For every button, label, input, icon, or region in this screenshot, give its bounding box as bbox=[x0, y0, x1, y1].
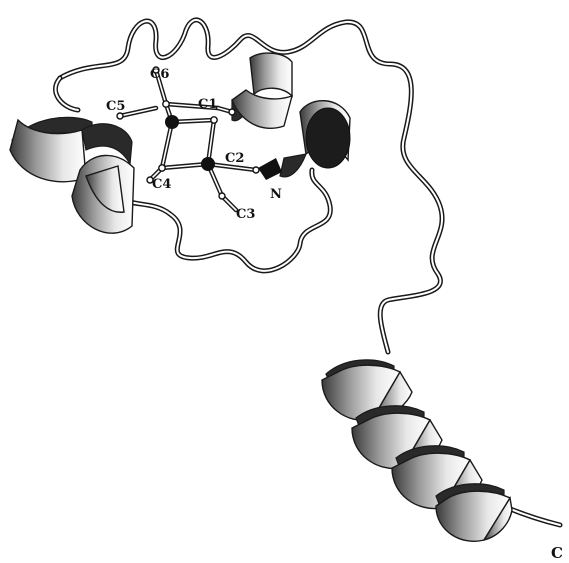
helix-left bbox=[10, 117, 134, 233]
label-c6: C6 bbox=[150, 67, 169, 82]
helix-upper-middle bbox=[232, 53, 350, 177]
cyclophane-bonds bbox=[120, 70, 256, 210]
label-c3: C3 bbox=[236, 207, 255, 222]
label-n-terminus: N bbox=[270, 187, 282, 202]
label-c2: C2 bbox=[225, 151, 244, 166]
label-c4: C4 bbox=[152, 177, 171, 192]
label-c1: C1 bbox=[198, 97, 217, 112]
label-c5: C5 bbox=[106, 99, 125, 114]
backbone-coil bbox=[55, 20, 560, 525]
helix-lower-right bbox=[322, 360, 512, 541]
label-c-terminus: C bbox=[551, 544, 563, 562]
